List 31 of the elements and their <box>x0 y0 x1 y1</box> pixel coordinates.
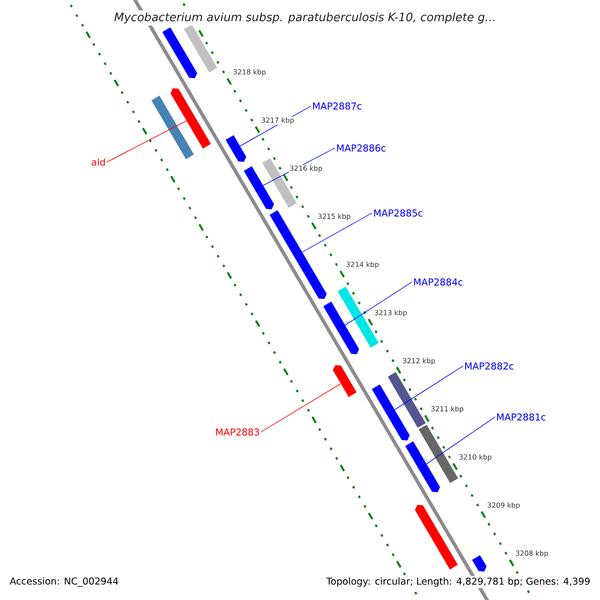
gene-block <box>472 555 487 572</box>
gene-label: MAP2883 <box>216 428 260 436</box>
gene-block <box>414 504 458 570</box>
gene-label: MAP2886c <box>337 144 386 152</box>
leader-line <box>260 383 342 432</box>
gene-block <box>244 166 274 210</box>
gene-block <box>226 135 246 162</box>
gene-block <box>372 384 410 440</box>
gene-label: MAP2882c <box>465 362 514 370</box>
leader-line <box>426 416 496 464</box>
gene-block <box>162 27 198 78</box>
gene-block <box>405 441 440 492</box>
leader-line <box>106 120 187 162</box>
gene-label: MAP2884c <box>414 278 462 286</box>
gene-block <box>388 372 426 428</box>
gene-block <box>151 96 194 160</box>
gene-label: MAP2887c <box>313 102 362 110</box>
leader-line <box>302 212 372 252</box>
gene-label: MAP2885c <box>374 209 422 217</box>
title: Mycobacterium avium subsp. paratuberculosis K-10, complete g... <box>112 10 498 26</box>
gene-block <box>323 302 360 354</box>
gene-block <box>332 365 357 397</box>
gene-block <box>418 424 458 484</box>
accession-text: Accession: NC_002944 <box>8 576 120 588</box>
gene-block <box>184 24 218 72</box>
summary-text: Topology: circular; Length: 4,829,781 bp; Genes: 4,399 <box>324 576 592 588</box>
gene-label: MAP2881c <box>497 413 546 421</box>
leader-line <box>344 282 412 326</box>
gene-block <box>170 88 211 149</box>
leader-line <box>394 366 464 410</box>
gene-label: ald <box>92 158 105 166</box>
